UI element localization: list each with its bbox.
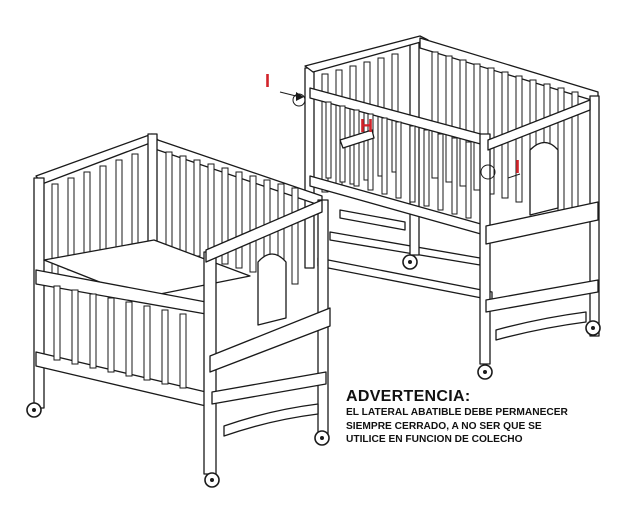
- warning-line: EL LATERAL ABATIBLE DEBE PERMANECER: [346, 407, 568, 418]
- marker-i-left: I: [265, 71, 271, 91]
- marker-i-right: I: [515, 157, 521, 177]
- warning-notice: ADVERTENCIA: EL LATERAL ABATIBLE DEBE PE…: [346, 388, 626, 447]
- warning-line: SIEMPRE CERRADO, A NO SER QUE SE: [346, 420, 542, 432]
- crib-right: [279, 35, 601, 380]
- marker-h: H: [360, 116, 373, 136]
- warning-line: UTILICE EN FUNCION DE COLECHO: [346, 434, 523, 445]
- crib-left: [26, 133, 331, 488]
- warning-title: ADVERTENCIA:: [346, 388, 471, 405]
